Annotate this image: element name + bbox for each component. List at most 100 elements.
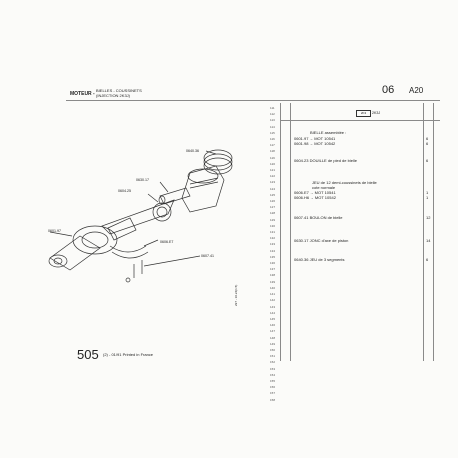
section-title: BIELLES - COUSSINETS (96, 88, 142, 93)
line-number: 155 (270, 378, 276, 383)
bearing-shell (109, 245, 147, 253)
line-number: 131 (270, 230, 276, 235)
line-number: 156 (270, 385, 276, 390)
leader-line (205, 150, 217, 155)
line-number: 135 (270, 254, 276, 259)
line-number: 141 (270, 292, 276, 297)
section-subtitle: (INJECTION 2K3J) (96, 93, 131, 98)
line-number: 119 (270, 155, 275, 160)
line-number: 111 (270, 106, 275, 110)
line-number: 140 (270, 285, 276, 290)
bearing-cap (111, 251, 149, 259)
line-number: 146 (270, 323, 276, 328)
part-row: 0607.41 BOULON de bielle (294, 215, 343, 220)
engine-code: 2K3J (372, 111, 381, 115)
table-left-border (280, 103, 281, 361)
line-number: 127 (270, 205, 276, 210)
vertical-reference: 297 - 10.24(1.5) (234, 284, 238, 306)
counterweight (107, 217, 137, 241)
callout-ring-set: 0640.36 (186, 149, 199, 153)
part-qty: 14 (426, 238, 431, 243)
line-number: 129 (270, 217, 276, 222)
line-number: 120 (270, 161, 276, 166)
line-number: 145 (270, 316, 276, 321)
line-number: 115 (270, 130, 275, 135)
piston-groove (189, 181, 219, 189)
line-number: 158 (270, 397, 276, 402)
part-qty: 12 (426, 215, 431, 220)
part-row: 0606.E7 → MOT 10541 (294, 190, 336, 195)
small-end-bore (156, 206, 168, 218)
parts-heading: BIELLE assemblée : (310, 130, 347, 135)
line-number: 147 (270, 329, 276, 334)
callout-rod: 0601.97 (48, 229, 61, 233)
line-number: 124 (270, 186, 276, 191)
crank-journal (48, 254, 68, 268)
engine-label: MOTEUR - (70, 91, 95, 97)
part-row: JEU de 12 demi-coussinets de bielle (312, 180, 377, 185)
part-qty: 1 (426, 190, 429, 195)
ref-column-divider (290, 103, 291, 361)
line-number: 122 (270, 174, 276, 179)
line-number: 123 (270, 180, 276, 185)
line-number: 136 (270, 261, 276, 266)
line-number: 137 (270, 267, 276, 272)
line-number: 113 (270, 118, 275, 123)
crank-journal-bore (53, 257, 63, 265)
section-number: 06 (382, 84, 395, 96)
line-number: 114 (270, 124, 275, 129)
big-end-bore (81, 231, 109, 249)
line-number: 142 (270, 298, 276, 303)
line-number: 132 (270, 236, 276, 241)
line-number: 112 (270, 112, 275, 117)
line-number: 126 (270, 199, 276, 204)
qty-column-divider (423, 103, 424, 361)
table-right-border (433, 103, 434, 361)
line-number: 133 (270, 242, 276, 247)
line-number: 157 (270, 391, 276, 396)
header-rule (66, 100, 440, 101)
big-end (72, 225, 118, 255)
part-qty: 6 (426, 136, 429, 141)
section-code: A20 (409, 86, 424, 95)
part-row: 0601.98 → MOT 10542 (294, 141, 336, 146)
piston (181, 165, 225, 213)
part-row: 0604.23 DOUILLE de pied de bielle (294, 158, 357, 163)
piston-ring-top (203, 149, 233, 167)
line-number: 118 (270, 149, 275, 154)
part-row: 0606.H6 → MOT 10542 (294, 195, 336, 200)
line-number: 149 (270, 341, 276, 346)
line-number: 150 (270, 347, 276, 352)
engine-code-box: 2K3 (356, 110, 371, 117)
bolt-nut (125, 277, 131, 283)
part-row: 0630.17 JONC d'axe de piston (294, 238, 349, 243)
line-number: 130 (270, 223, 276, 228)
line-number: 125 (270, 192, 276, 197)
piston-groove (189, 177, 219, 185)
part-qty: 1 (426, 195, 429, 200)
line-number: 139 (270, 279, 276, 284)
leader-line (159, 181, 169, 193)
crankshaft-web (49, 235, 101, 271)
piston-pin (159, 187, 191, 205)
line-number: 121 (270, 168, 276, 173)
line-number: 154 (270, 372, 276, 377)
leader-line (143, 255, 201, 267)
part-row: cote normale (312, 185, 336, 190)
line-number: 117 (270, 143, 275, 148)
piston-crown (187, 168, 219, 184)
leader-line (143, 239, 159, 247)
callout-bushing: 0604.25 (118, 189, 131, 193)
callout-bearings: 0606.E7 (160, 240, 174, 244)
footer-code: 505 (77, 347, 99, 362)
footer-printed: (2) - 01/91 Printed in France (103, 352, 154, 357)
line-number: 151 (270, 354, 276, 359)
table-header-rule (280, 120, 440, 121)
line-number: 143 (270, 304, 276, 309)
part-qty: 6 (426, 158, 429, 163)
part-row: 0640.36 JEU de 3 segments (294, 257, 345, 262)
line-number: 152 (270, 360, 276, 365)
line-number: 153 (270, 366, 276, 371)
